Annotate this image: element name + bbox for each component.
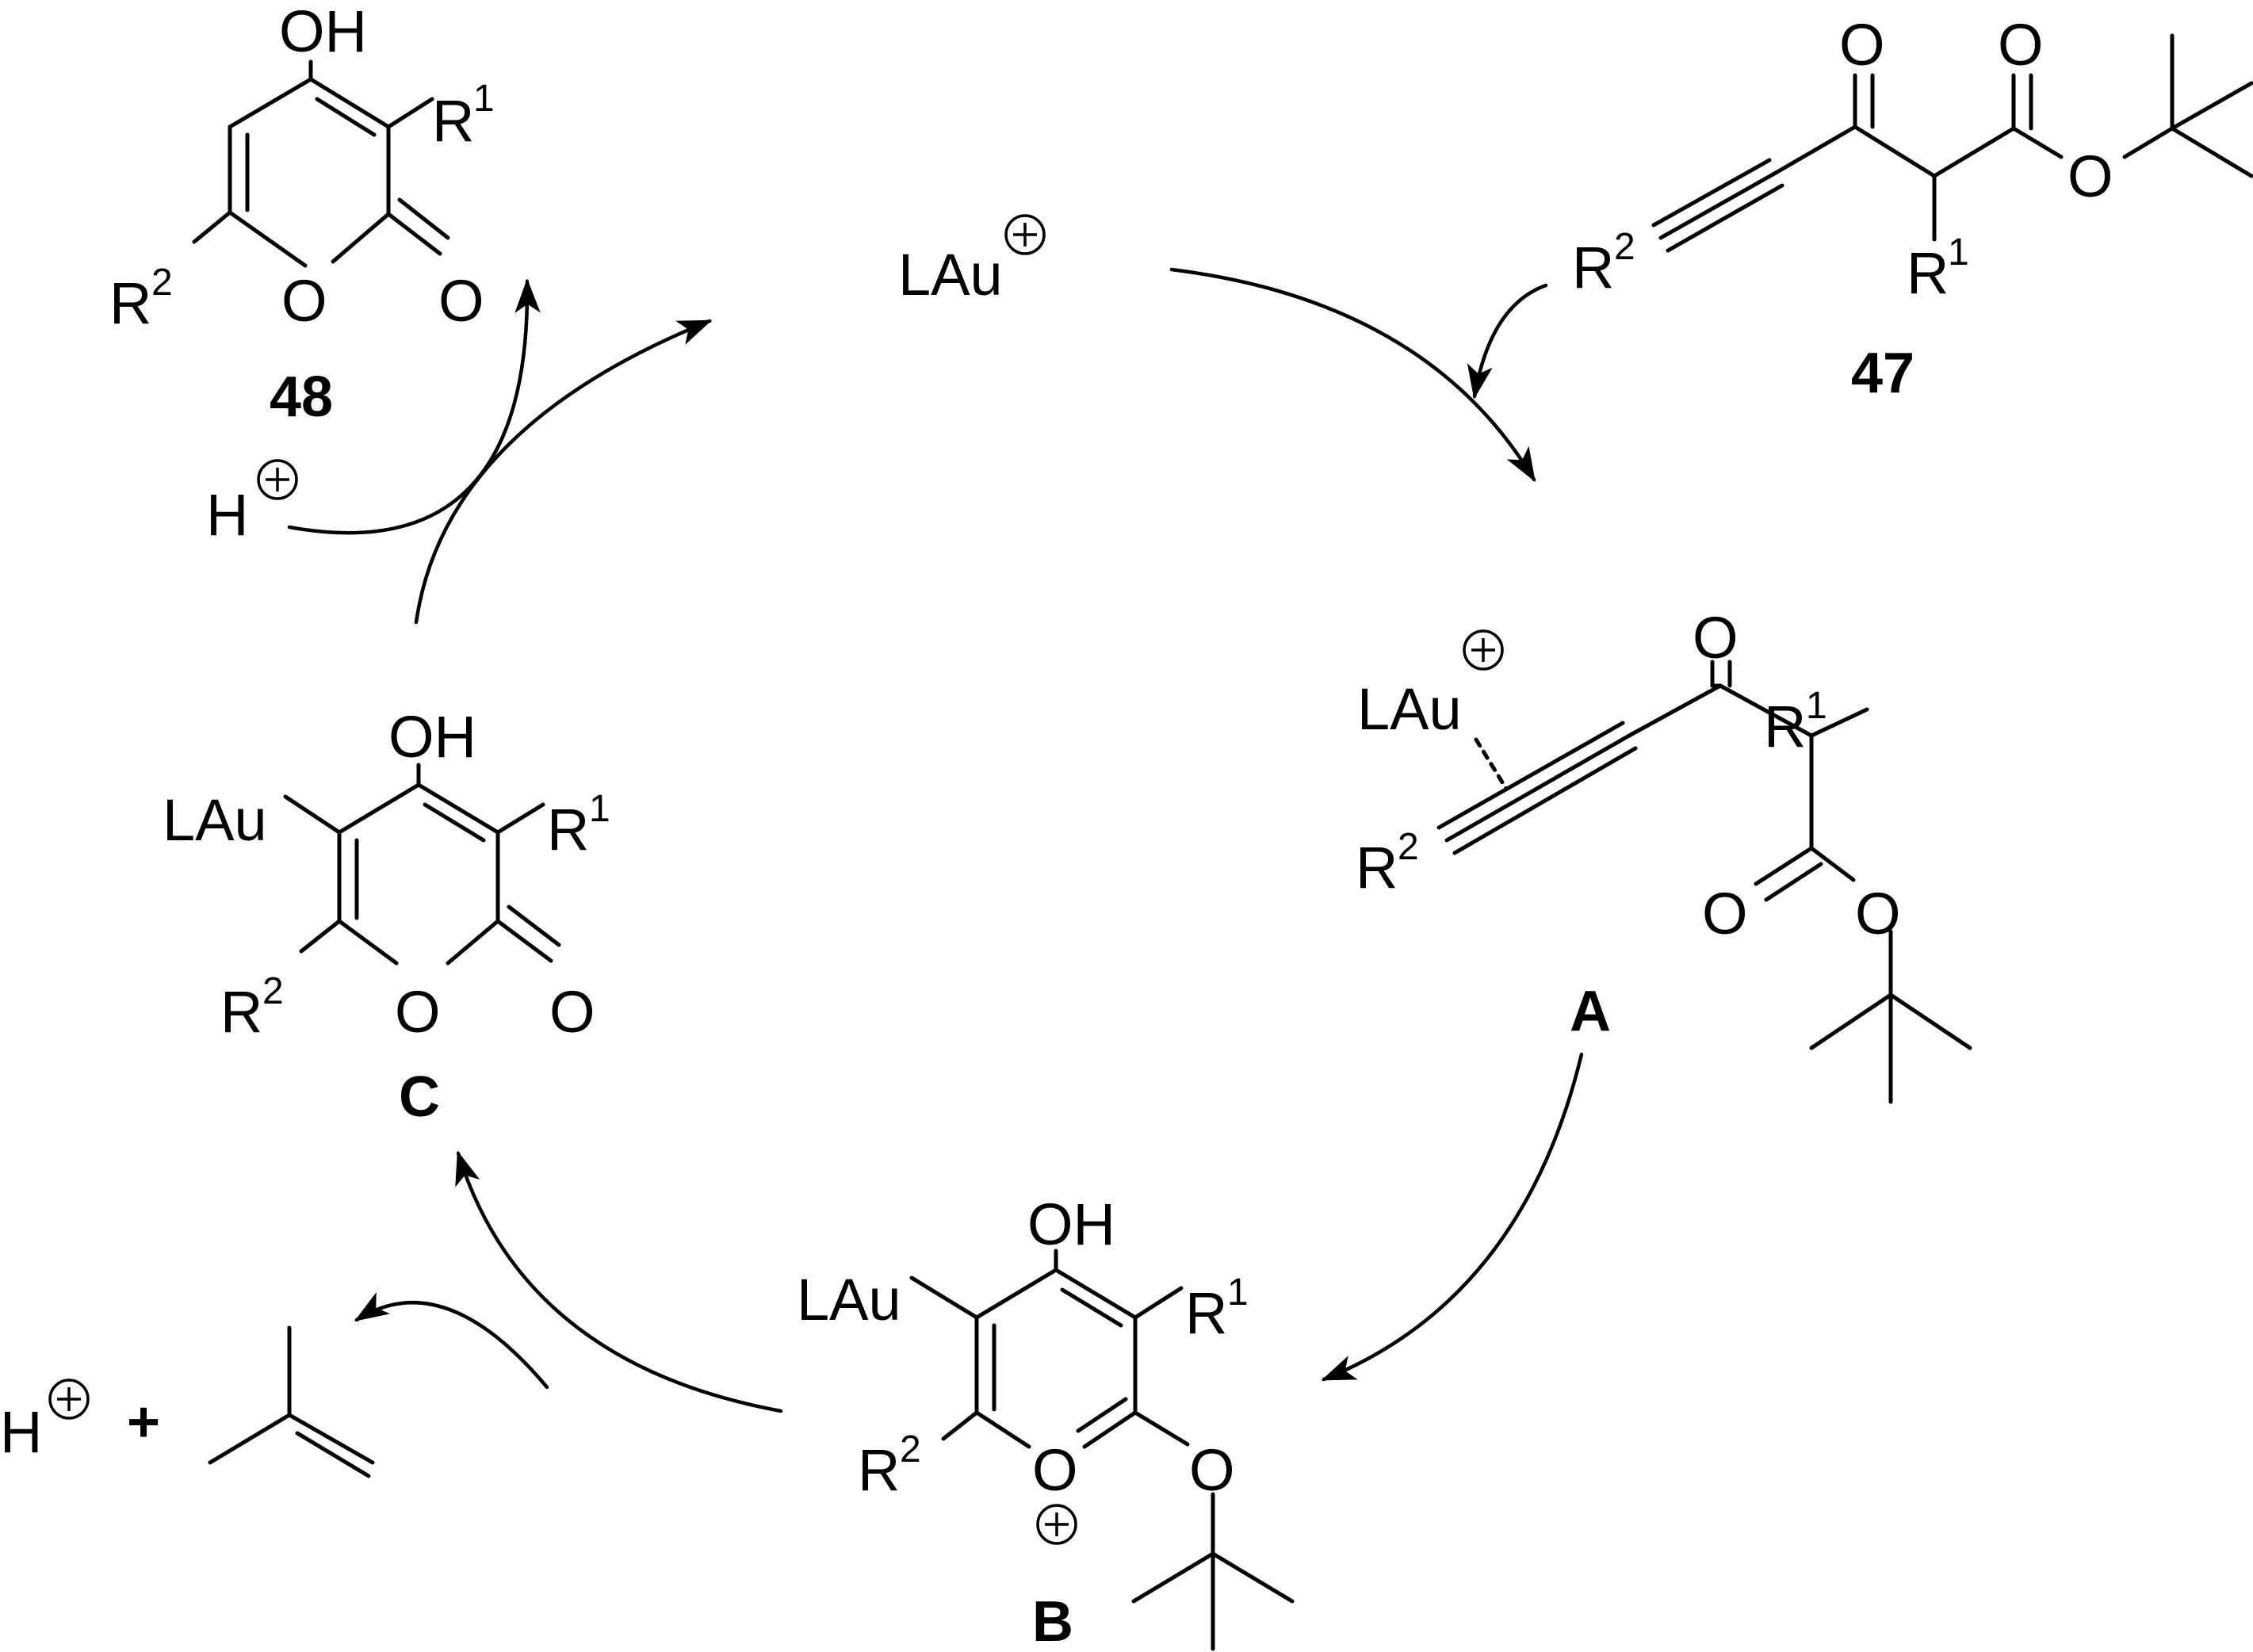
oh-label: OH: [279, 0, 367, 64]
superscript-2: 2: [262, 970, 284, 1012]
plus-sign: +: [127, 1390, 160, 1454]
compound-number-48: 48: [270, 365, 333, 429]
compound-number-47: 47: [1851, 342, 1914, 405]
proton-label: H: [0, 1399, 42, 1465]
compound-48: OH R 1 R 2 O O 48: [109, 0, 495, 429]
ester-oxygen-label: O: [1855, 881, 1901, 946]
isobutylene-structure: [208, 1325, 375, 1478]
r-label: R: [1572, 235, 1614, 300]
arrow-catalyst-to-a: [1169, 267, 1536, 483]
ring-oxygen-label: O: [281, 268, 327, 334]
arrow-a-to-b: [1321, 1052, 1584, 1382]
ester-oxygen-label: O: [2067, 143, 2113, 209]
superscript-1: 1: [1948, 231, 1969, 273]
r-label: R: [1764, 694, 1806, 759]
plus-charge-icon: [1004, 214, 1046, 255]
superscript-1: 1: [1806, 685, 1827, 727]
carbonyl-oxygen-label: O: [438, 268, 484, 334]
ketone-oxygen-label: O: [1839, 12, 1885, 78]
proton-left: H: [206, 459, 298, 548]
plus-charge-icon: [1463, 629, 1504, 671]
compound-label-b: B: [1032, 1590, 1073, 1652]
superscript-1: 1: [1227, 1272, 1249, 1314]
lau-label: LAu: [1357, 676, 1462, 742]
compound-label-a: A: [1570, 980, 1611, 1043]
superscript-1: 1: [589, 788, 610, 830]
plus-charge-icon: [1036, 1504, 1077, 1545]
r-label: R: [547, 797, 589, 862]
r-label: R: [1907, 240, 1949, 306]
superscript-2: 2: [1398, 826, 1419, 868]
carbonyl-oxygen-label: O: [549, 979, 595, 1045]
lau-label: LAu: [797, 1267, 901, 1333]
r-label: R: [220, 979, 262, 1045]
r-label: R: [432, 88, 474, 154]
superscript-1: 1: [473, 78, 495, 120]
ketone-oxygen-label: O: [1693, 605, 1739, 671]
intermediate-a: O R 1 O O LAu R 2 A: [1356, 605, 1972, 1104]
arrow-proton-to-product: [287, 278, 541, 535]
superscript-2: 2: [900, 1428, 921, 1470]
ring-oxygen-label: O: [395, 979, 441, 1045]
arrow-substrate-in: [1467, 283, 1548, 400]
superscript-2: 2: [151, 262, 173, 304]
cycle-arrows: [287, 267, 1584, 1413]
ester-carbonyl-oxygen-label: O: [1702, 881, 1748, 946]
r-label: R: [1185, 1280, 1227, 1346]
intermediate-c: OH LAu R 1 R 2 O O C: [163, 704, 610, 1129]
arrow-c-to-catalyst: [414, 319, 713, 625]
byproducts: H +: [0, 1325, 375, 1478]
lau-cation-catalyst: LAu: [898, 214, 1046, 308]
arrow-b-to-c: [455, 1150, 783, 1413]
ether-oxygen-label: O: [1189, 1437, 1235, 1503]
r-label: R: [109, 270, 151, 336]
lau-label: LAu: [163, 787, 267, 853]
lau-label: LAu: [898, 242, 1003, 308]
ester-carbonyl-oxygen-label: O: [1998, 12, 2044, 78]
oh-label: OH: [388, 704, 476, 770]
oh-label: OH: [1027, 1191, 1115, 1257]
plus-charge-icon: [48, 1379, 90, 1420]
ring-oxygen-label: O: [1032, 1437, 1078, 1503]
arrow-isobutylene-release: [354, 1292, 549, 1390]
compound-label-c: C: [399, 1065, 440, 1129]
superscript-2: 2: [1614, 226, 1635, 268]
compound-47: O O O R 2 R 1 47: [1572, 12, 2253, 405]
r-label: R: [1356, 835, 1398, 901]
plus-charge-icon: [257, 459, 298, 500]
r-label: R: [858, 1437, 900, 1503]
intermediate-b: OH LAu R 1 R 2 O O B: [797, 1191, 1295, 1652]
proton-label: H: [206, 482, 248, 548]
